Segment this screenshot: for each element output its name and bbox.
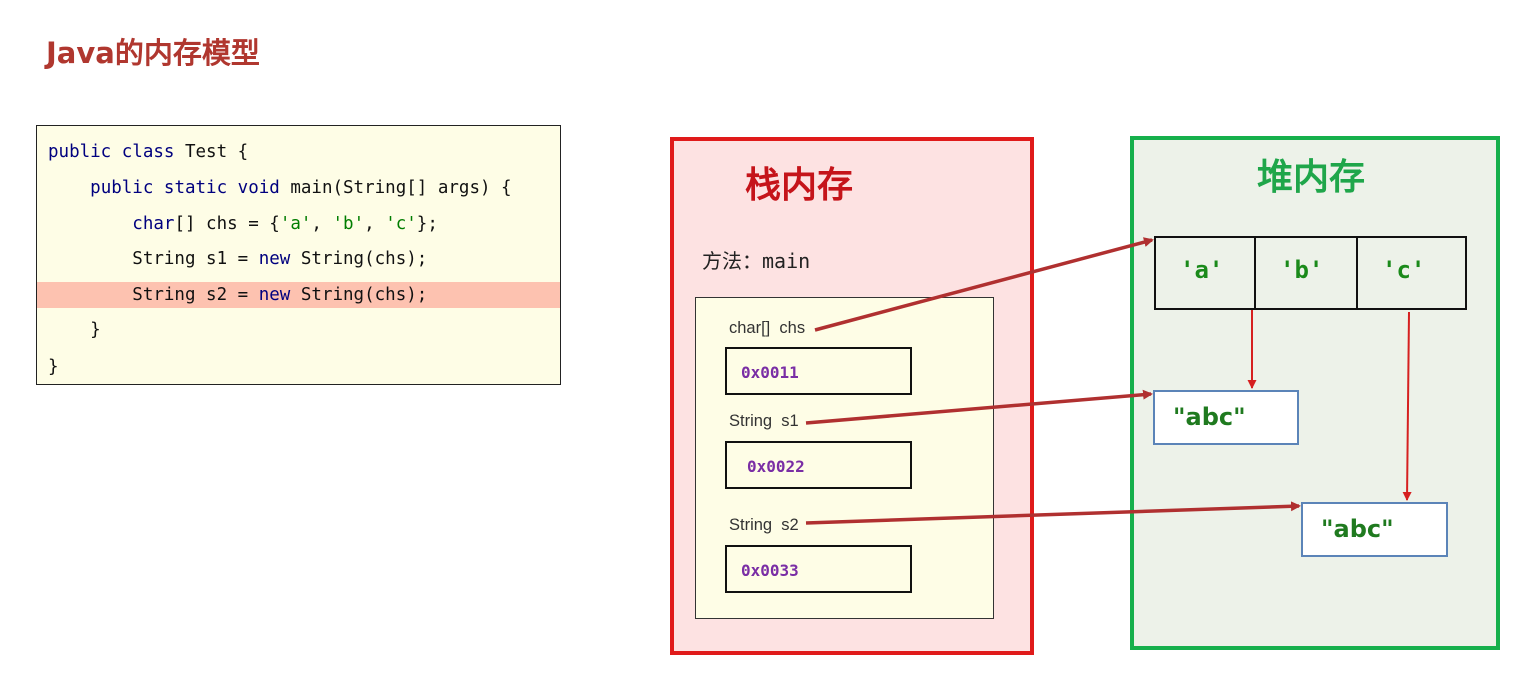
code-line: } — [37, 354, 560, 380]
code-token: , — [311, 214, 333, 234]
var-label-chs: char[] chs — [729, 319, 806, 337]
char-array-object: 'a' 'b' 'c' — [1154, 236, 1467, 310]
char-value: 'a' — [1180, 256, 1224, 284]
var-label-s1: String s1 — [729, 412, 799, 430]
code-token: String s2 = — [48, 285, 259, 305]
code-token: String(chs); — [300, 249, 428, 269]
code-token: public static void — [90, 178, 291, 198]
code-line: String s2 = new String(chs); — [37, 282, 560, 308]
page-title: Java的内存模型 — [46, 36, 260, 70]
code-token: , — [364, 214, 386, 234]
address-box-chs: 0x0011 — [725, 347, 912, 395]
code-token: char — [132, 214, 175, 234]
code-token: String s1 = — [48, 249, 259, 269]
address-box-s2: 0x0033 — [725, 545, 912, 593]
code-token — [48, 178, 90, 198]
char-cell: 'c' — [1358, 238, 1465, 308]
address-value: 0x0011 — [741, 363, 799, 382]
string-value: "abc" — [1321, 515, 1394, 543]
code-line: } — [37, 317, 560, 343]
code-token: String(chs); — [300, 285, 428, 305]
code-token — [48, 214, 132, 234]
address-value: 0x0022 — [747, 457, 805, 476]
code-line: public static void main(String[] args) { — [37, 175, 560, 201]
code-token: 'a' — [279, 214, 312, 234]
char-cell: 'a' — [1156, 238, 1256, 308]
string-value: "abc" — [1173, 403, 1246, 431]
var-label-s2: String s2 — [729, 516, 799, 534]
code-token: 'c' — [385, 214, 417, 234]
code-token: 'b' — [332, 214, 365, 234]
string-object-2: "abc" — [1301, 502, 1448, 557]
code-line: char[] chs = {'a', 'b', 'c'}; — [37, 211, 560, 237]
code-token: new — [258, 249, 301, 269]
char-cell: 'b' — [1256, 238, 1358, 308]
string-object-1: "abc" — [1153, 390, 1299, 445]
heap-memory-title: 堆内存 — [1257, 157, 1366, 198]
char-value: 'b' — [1280, 256, 1324, 284]
stack-memory-title: 栈内存 — [745, 165, 854, 206]
code-token: } — [48, 320, 101, 340]
code-line: String s1 = new String(chs); — [37, 246, 560, 272]
address-box-s1: 0x0022 — [725, 441, 912, 489]
code-token: new — [258, 285, 301, 305]
code-token: Test { — [184, 142, 249, 162]
code-token: }; — [416, 214, 438, 234]
char-value: 'c' — [1382, 256, 1426, 284]
code-token: public class — [48, 142, 185, 162]
method-label: 方法：main — [702, 249, 811, 273]
code-token: [] chs = { — [174, 214, 280, 234]
code-panel: public class Test { public static void m… — [36, 125, 561, 385]
code-token: main(String[] args) { — [290, 178, 512, 198]
code-token: } — [48, 357, 59, 377]
code-line: public class Test { — [37, 139, 560, 165]
address-value: 0x0033 — [741, 561, 799, 580]
